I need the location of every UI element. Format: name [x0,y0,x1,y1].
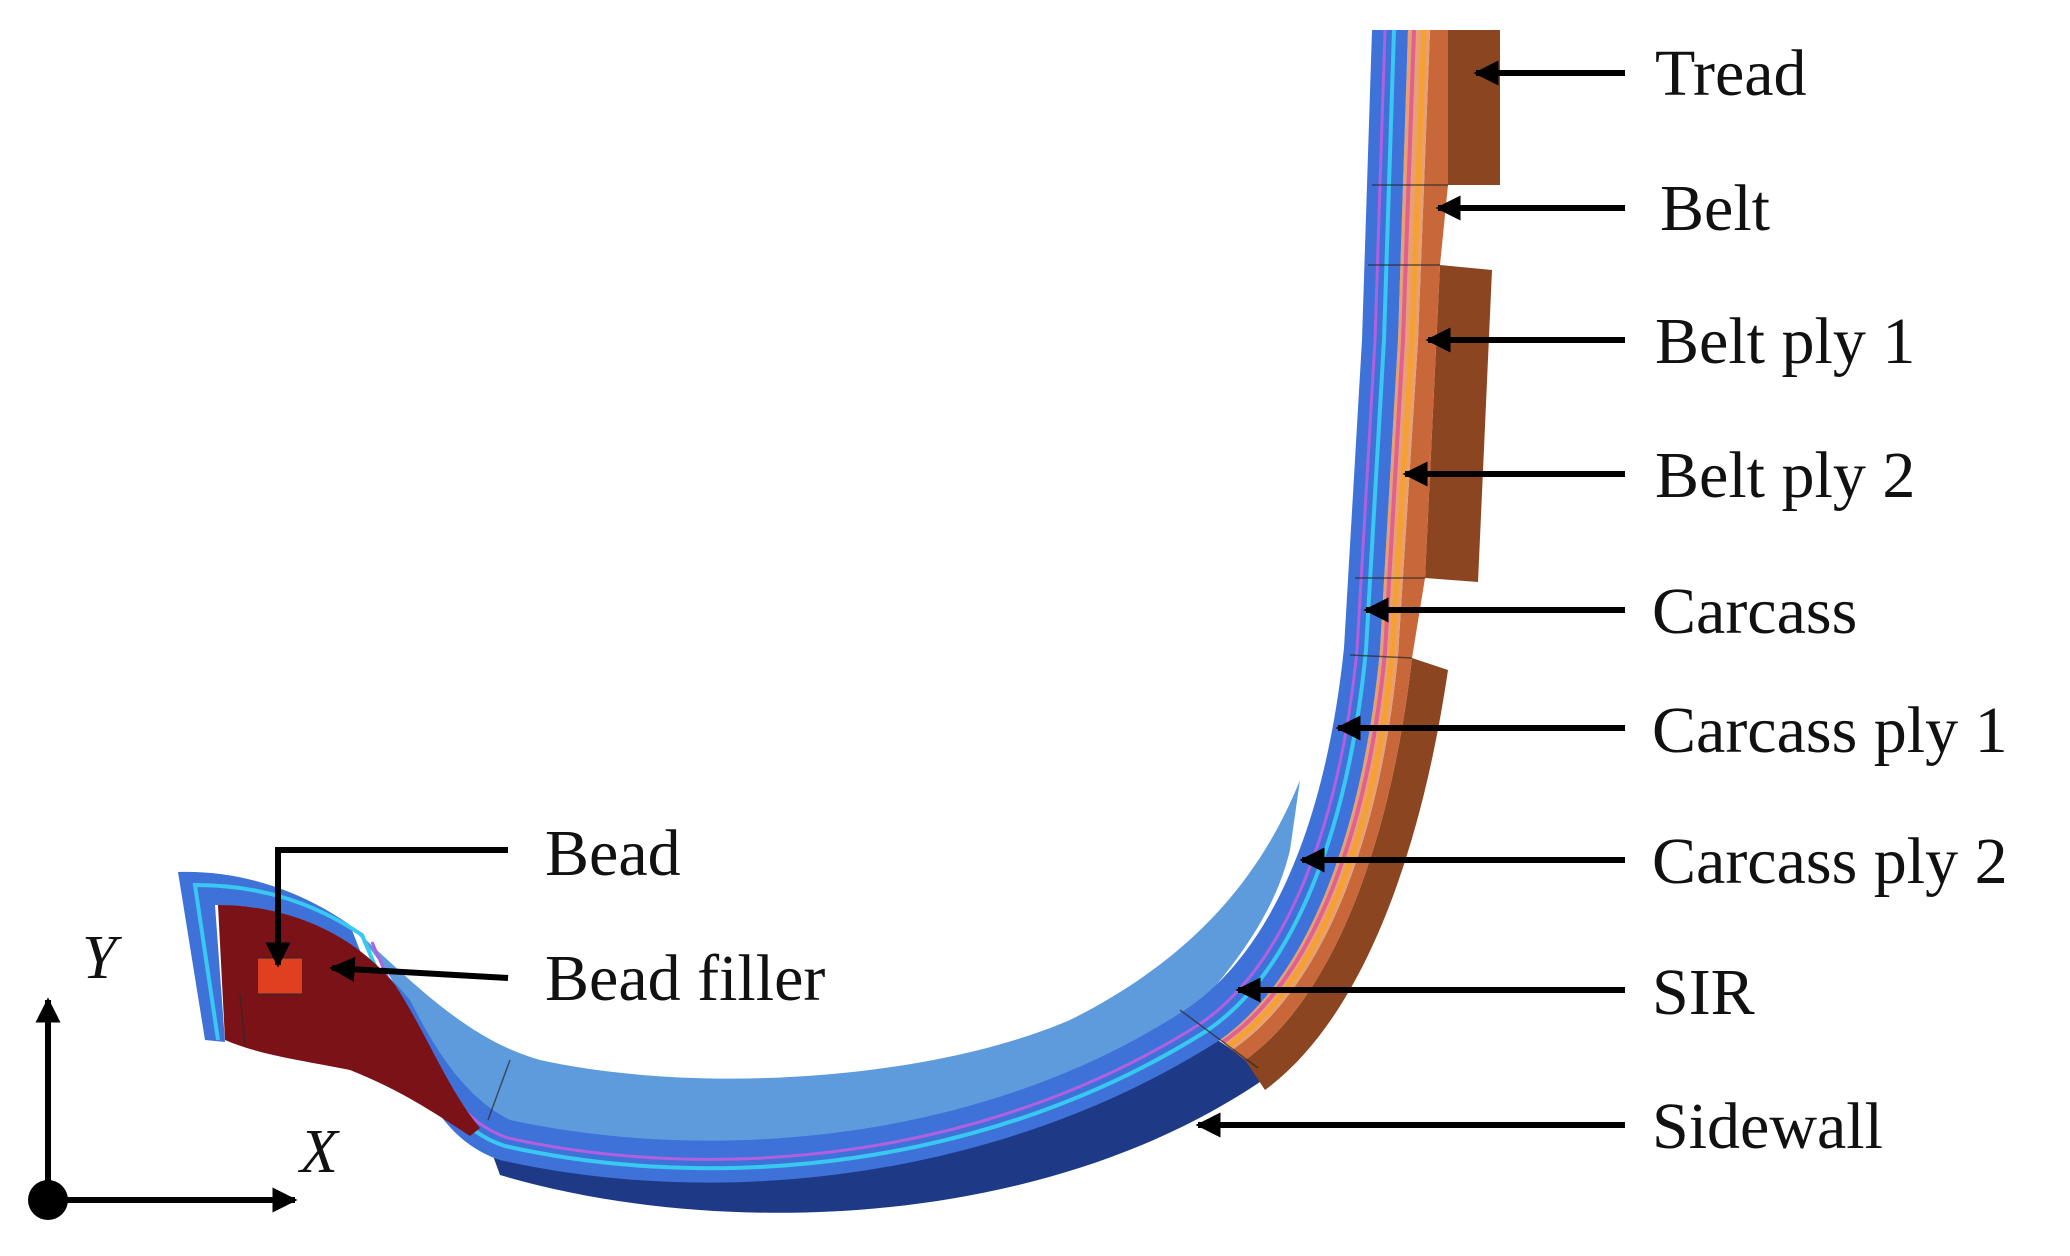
label-bead-filler: Bead filler [545,942,825,1015]
x-axis-label: X [297,1118,340,1186]
label-carcass-ply-1: Carcass ply 1 [1652,694,2008,767]
tread-block-top [1448,30,1500,185]
label-belt: Belt [1660,172,1770,245]
belt-ply-2-cord [1221,29,1416,1044]
mesh-lines [239,184,1448,1121]
tread-block-low [1245,658,1448,1090]
tread-base-strip [1232,30,1448,1060]
arrow-bead [265,847,508,968]
sir-region [350,780,1300,1154]
label-sidewall: Sidewall [1652,1090,1883,1163]
carcass-ply-1-cord [192,29,1396,1171]
label-bead: Bead [545,817,681,890]
label-belt-ply-1: Belt ply 1 [1655,305,1915,378]
leader-arrows [265,60,1625,1138]
tire-geometry [178,29,1500,1213]
y-axis-label: Y [82,924,122,992]
labels: Tread Belt Belt ply 1 Belt ply 2 Carcass… [545,37,2008,1163]
axis-origin [28,1180,68,1220]
label-carcass-ply-2: Carcass ply 2 [1652,825,2008,898]
label-sir: SIR [1652,956,1755,1029]
coordinate-axes [35,997,298,1213]
arrow-bead-filler [329,956,509,982]
label-tread: Tread [1655,37,1807,110]
label-belt-ply-2: Belt ply 2 [1655,439,1915,512]
belt-ply-1-cord [1226,29,1427,1049]
label-carcass: Carcass [1652,575,1857,648]
